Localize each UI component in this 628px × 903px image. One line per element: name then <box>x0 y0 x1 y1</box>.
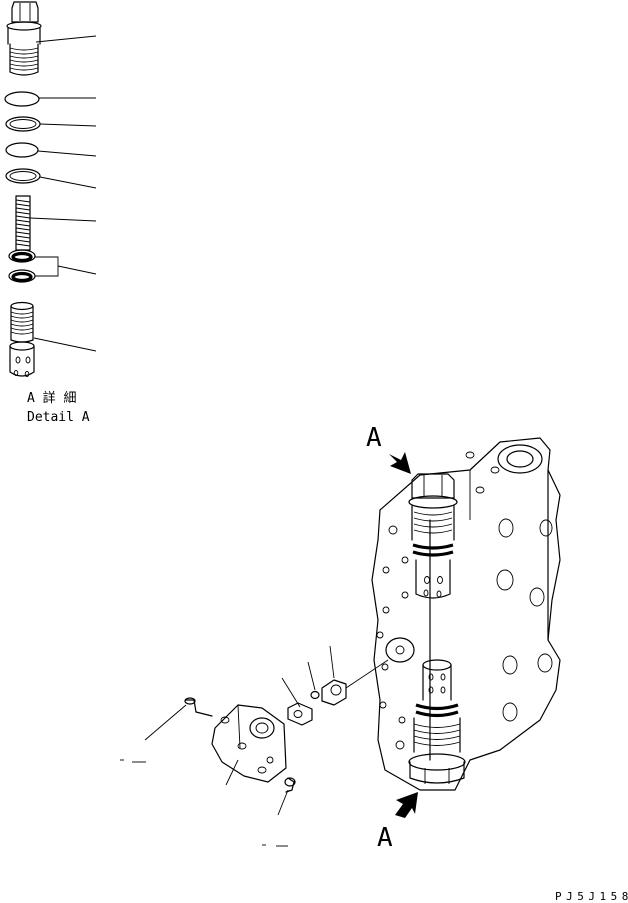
backup-ring-2 <box>5 168 41 184</box>
lower-cartridge <box>408 659 466 784</box>
collar-part <box>321 679 347 706</box>
o-ring-1 <box>4 91 40 107</box>
detail-a-exploded-view: A 詳 細 Detail A <box>4 1 97 425</box>
valve-body-assembly: A A <box>120 423 561 853</box>
small-ring-part <box>310 690 320 700</box>
backup-ring-1 <box>5 116 41 132</box>
detail-caption-en: Detail A <box>27 410 90 425</box>
bottom-view-arrow <box>395 792 418 818</box>
bottom-view-marker: A <box>377 823 393 853</box>
drawing-code: PJ5J158 <box>555 890 628 903</box>
top-view-marker: A <box>366 423 382 453</box>
valve-spool-part <box>9 301 35 377</box>
detail-caption-jp: A 詳 細 <box>27 390 76 406</box>
detail-leader-lines <box>29 35 97 352</box>
spring-part <box>15 195 31 251</box>
upper-cartridge <box>408 473 458 599</box>
seal-ring-pair <box>8 249 36 283</box>
o-ring-2 <box>5 142 39 158</box>
plug-part <box>6 1 42 76</box>
exploded-cover-assembly <box>120 645 389 847</box>
valve-block <box>371 437 561 791</box>
top-view-arrow <box>389 452 411 474</box>
